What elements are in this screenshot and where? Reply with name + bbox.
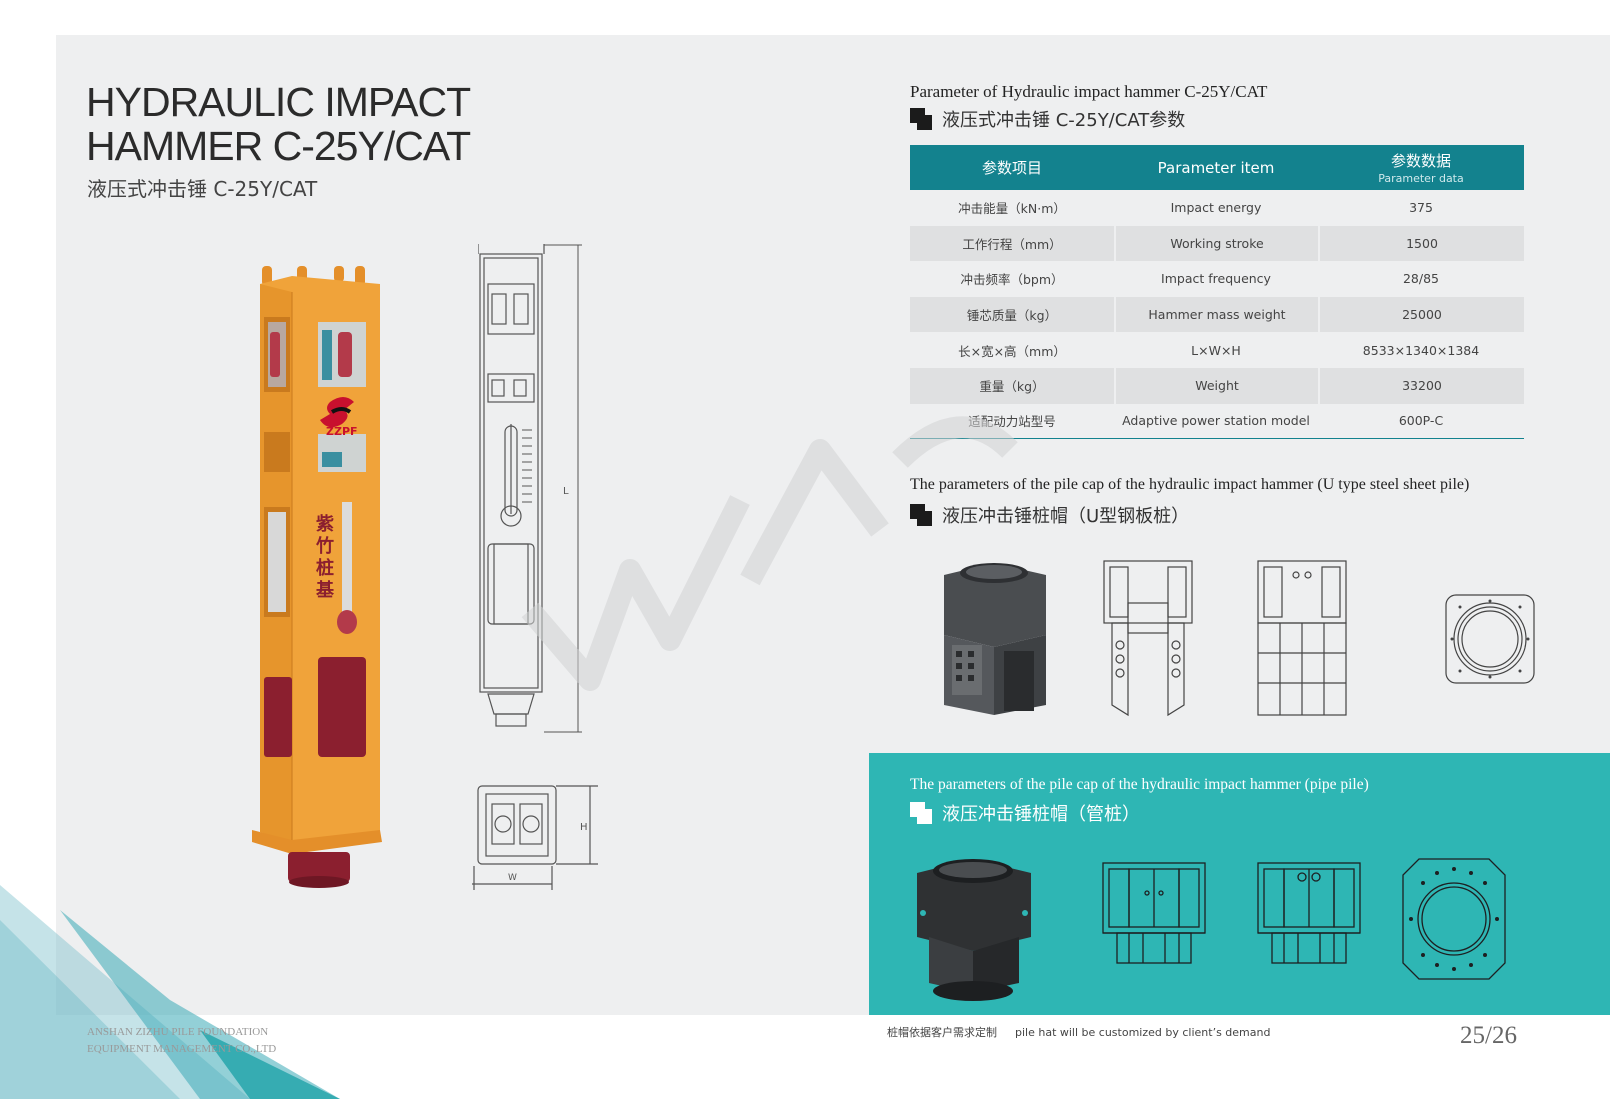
- square-bullet-icon: [910, 802, 932, 824]
- corner-decoration: [0, 885, 340, 1099]
- dimension-label-L: L: [563, 486, 569, 497]
- svg-text:紫: 紫: [316, 513, 334, 535]
- company-name: ANSHAN ZIZHU PILE FOUNDATION EQUIPMENT M…: [87, 1024, 276, 1058]
- page-number: 25/26: [1460, 1022, 1517, 1049]
- footer-note-cn: 桩帽依据客户需求定制: [887, 1026, 997, 1039]
- param-cn: 锤芯质量（kg）: [910, 296, 1114, 333]
- hammer-vertical-text: 紫 竹 桩 基: [315, 513, 335, 601]
- param-cn: 适配动力站型号: [910, 404, 1114, 440]
- param-value: 25000: [1318, 296, 1524, 333]
- top-view-drawing: H W: [472, 785, 598, 890]
- hammer-illustration: ZZPF 紫 竹 桩 基: [252, 266, 382, 888]
- param-value: 8533×1340×1384: [1362, 342, 1480, 358]
- param-value: 28/85: [1402, 271, 1440, 287]
- param-en: Working stroke: [1114, 225, 1318, 262]
- svg-text:竹: 竹: [315, 535, 334, 557]
- table-row: 适配动力站型号 Adaptive power station model 600…: [910, 404, 1524, 440]
- table-row: 冲击频率（bpm） Impact frequency 28/85: [910, 261, 1524, 297]
- param-en: Hammer mass weight: [1114, 296, 1318, 333]
- table-header-row: 参数项目 Parameter item 参数数据 Parameter data: [910, 145, 1524, 190]
- table-row: 冲击能量（kN·m） Impact energy 375: [910, 190, 1524, 226]
- param-cn: 工作行程（mm）: [910, 225, 1114, 262]
- pipe-cap-front-drawing: [1102, 862, 1206, 964]
- title-line-1: HYDRAULIC IMPACT: [86, 79, 471, 125]
- param-en: Adaptive power station model: [1114, 404, 1318, 440]
- param-cn: 重量（kg）: [910, 367, 1114, 404]
- u-type-pile-cap-figures: [930, 555, 1550, 725]
- column-header-data-en: Parameter data: [1378, 172, 1464, 185]
- table-row: 工作行程（mm） Working stroke 1500: [910, 225, 1524, 262]
- param-en: Impact energy: [1170, 200, 1262, 216]
- hammer-logo-text: ZZPF: [326, 425, 358, 438]
- footer-note: 桩帽依据客户需求定制 pile hat will be customized by…: [887, 1024, 1270, 1040]
- parameter-heading-en: Parameter of Hydraulic impact hammer C-2…: [910, 82, 1268, 101]
- u-type-cap-top-drawing: [1445, 594, 1535, 684]
- u-type-cap-side-drawing: [1257, 560, 1347, 716]
- company-line-2: EQUIPMENT MANAGEMENT CO.,LTD: [87, 1043, 277, 1055]
- u-type-heading-en: The parameters of the pile cap of the hy…: [910, 476, 1470, 493]
- pipe-pile-panel: The parameters of the pile cap of the hy…: [869, 753, 1610, 1015]
- param-value: 33200: [1318, 367, 1524, 404]
- param-cn: 冲击频率（bpm）: [960, 272, 1064, 288]
- pipe-pile-cap-figures: [917, 853, 1579, 1003]
- pipe-cap-top-drawing: [1402, 858, 1506, 980]
- u-type-heading-cn-text: 液压冲击锤桩帽（U型钢板桩）: [942, 506, 1190, 527]
- pipe-pile-heading-cn-text: 液压冲击锤桩帽（管桩）: [942, 804, 1140, 825]
- param-value: 375: [1409, 200, 1433, 216]
- param-en: Impact frequency: [1161, 271, 1271, 287]
- square-bullet-icon: [910, 108, 932, 130]
- page-title: HYDRAULIC IMPACT HAMMER C-25Y/CAT: [86, 79, 471, 169]
- title-line-2: HAMMER C-25Y/CAT: [86, 123, 471, 169]
- param-value: 600P-C: [1318, 404, 1524, 440]
- dimension-label-H: H: [580, 822, 588, 833]
- company-line-1: ANSHAN ZIZHU PILE FOUNDATION: [87, 1026, 269, 1038]
- front-view-drawing: L: [478, 244, 582, 733]
- table-row: 重量（kg） Weight 33200: [910, 367, 1524, 404]
- column-header-en: Parameter item: [1114, 145, 1318, 190]
- parameter-heading-cn: 液压式冲击锤 C-25Y/CAT参数: [910, 106, 1185, 132]
- footer-note-en: pile hat will be customized by client’s …: [1015, 1026, 1271, 1039]
- column-header-data-cn: 参数数据: [1390, 152, 1451, 170]
- svg-text:基: 基: [315, 579, 335, 601]
- parameter-heading-cn-text: 液压式冲击锤 C-25Y/CAT参数: [942, 110, 1186, 131]
- table-row: 长×宽×高（mm） L×W×H 8533×1340×1384: [910, 332, 1524, 368]
- column-header-data: 参数数据 Parameter data: [1318, 145, 1524, 190]
- page-subtitle: 液压式冲击锤 C-25Y/CAT: [87, 177, 318, 201]
- param-cn: 长×宽×高（mm）: [958, 343, 1066, 359]
- parameter-table: 参数项目 Parameter item 参数数据 Parameter data …: [910, 145, 1524, 440]
- param-en: Weight: [1114, 367, 1318, 404]
- pipe-cap-side-drawing: [1257, 862, 1361, 964]
- param-en: L×W×H: [1191, 342, 1241, 358]
- pipe-pile-heading-cn: 液压冲击锤桩帽（管桩）: [910, 800, 1140, 826]
- svg-text:桩: 桩: [316, 557, 334, 579]
- dimension-label-W: W: [508, 873, 517, 883]
- u-type-cap-front-drawing: [1103, 560, 1193, 717]
- column-header-cn: 参数项目: [910, 145, 1114, 190]
- u-type-heading-cn: 液压冲击锤桩帽（U型钢板桩）: [910, 502, 1189, 528]
- square-bullet-icon: [910, 504, 932, 526]
- param-cn: 冲击能量（kN·m）: [958, 201, 1066, 217]
- pipe-cap-render: [917, 859, 1031, 1001]
- param-value: 1500: [1318, 225, 1524, 262]
- u-type-cap-render: [944, 563, 1046, 715]
- pipe-pile-heading-en: The parameters of the pile cap of the hy…: [910, 776, 1369, 793]
- table-row: 锤芯质量（kg） Hammer mass weight 25000: [910, 296, 1524, 333]
